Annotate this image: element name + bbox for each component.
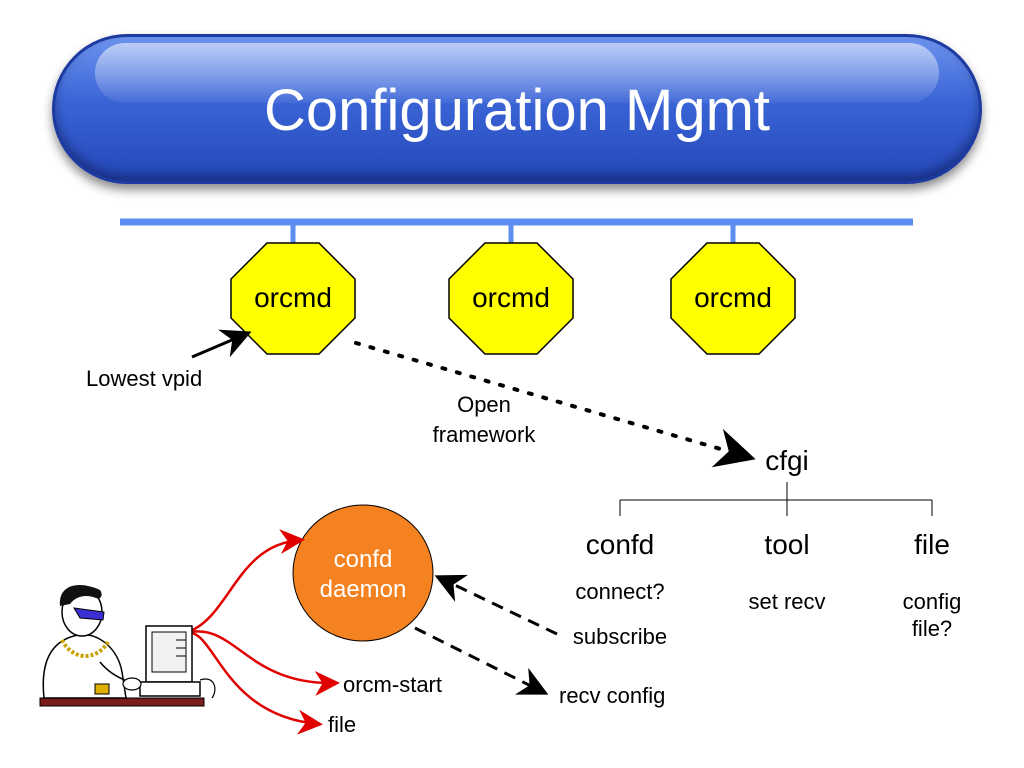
file-action-label: file xyxy=(328,712,357,737)
lowest-vpid-arrow xyxy=(191,329,252,359)
confd-daemon-circle xyxy=(292,504,434,642)
confd-item-subscribe: subscribe xyxy=(572,624,668,649)
red-arrow-to-file xyxy=(184,631,323,735)
title-banner: Configuration Mgmt xyxy=(52,34,982,184)
tool-item-set-recv: set recv xyxy=(748,589,826,614)
daemon-label-line2: daemon xyxy=(319,576,407,603)
title-gloss xyxy=(95,43,939,103)
orcmd-octagon-1 xyxy=(230,242,356,355)
orcmd-octagon-2 xyxy=(448,242,574,355)
red-arrow-to-daemon xyxy=(184,529,305,635)
recv-config-label: recv config xyxy=(559,683,666,708)
daemon-label-line1: confd xyxy=(333,546,393,573)
file-item-file: file? xyxy=(911,616,953,641)
branch-tool-label: tool xyxy=(764,529,810,560)
confd-item-connect: connect? xyxy=(575,579,665,604)
page-title: Configuration Mgmt xyxy=(263,78,771,143)
open-framework-arrow xyxy=(354,341,756,468)
orcmd-label-2: orcmd xyxy=(472,282,550,313)
cfgi-root-label: cfgi xyxy=(765,445,809,476)
red-arrow-to-orcm-start xyxy=(184,630,340,696)
file-item-config: config xyxy=(902,589,962,614)
branch-file-label: file xyxy=(914,529,950,560)
lowest-vpid-label: Lowest vpid xyxy=(86,366,203,391)
recv-config-arrow xyxy=(414,626,549,695)
framework-label: framework xyxy=(432,422,536,447)
orcm-start-label: orcm-start xyxy=(343,672,442,697)
branch-confd-label: confd xyxy=(585,529,655,560)
open-label: Open xyxy=(457,392,511,417)
user-at-computer-icon xyxy=(39,585,216,707)
orcmd-label-1: orcmd xyxy=(254,282,332,313)
orcmd-octagon-3 xyxy=(670,242,796,355)
subscribe-arrow xyxy=(434,574,558,636)
orcmd-label-3: orcmd xyxy=(694,282,772,313)
